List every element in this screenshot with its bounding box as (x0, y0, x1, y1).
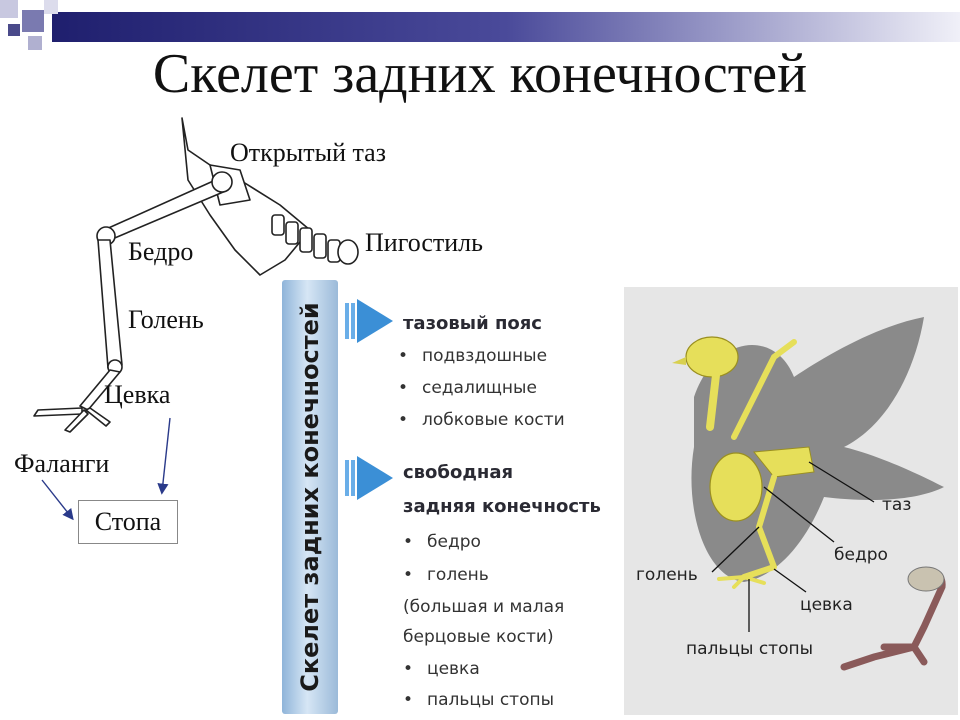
pelvic-girdle-heading: тазовый пояс (403, 313, 542, 334)
label-shin: Голень (128, 305, 204, 335)
list-item: •цевка (403, 659, 480, 679)
side-banner: Скелет задних конечностей (282, 280, 338, 714)
list-item: •подвздошные (398, 346, 547, 366)
photo-label-pelvis: таз (882, 495, 911, 515)
photo-label-shin: голень (636, 565, 698, 585)
label-pygostyle: Пигостиль (365, 228, 483, 258)
bird-skeleton-image: таз бедро голень цевка пальцы стопы (624, 287, 958, 715)
free-limb-heading-2: задняя конечность (403, 496, 601, 517)
list-item: •голень (403, 565, 489, 585)
photo-label-toes: пальцы стопы (686, 639, 813, 659)
photo-label-femur: бедро (834, 545, 888, 565)
list-item: •седалищные (398, 378, 537, 398)
foot-connector-arrows (0, 400, 200, 530)
label-open-pelvis: Открытый таз (230, 138, 386, 168)
free-limb-heading-1: свободная (403, 462, 513, 483)
photo-label-tarsus: цевка (800, 595, 853, 615)
list-note-1: (большая и малая (403, 597, 564, 617)
list-item: •пальцы стопы (403, 690, 554, 710)
list-note-2: берцовые кости) (403, 627, 554, 647)
arrow-icon (345, 295, 395, 347)
page-title: Скелет задних конечностей (0, 42, 960, 106)
list-item: •бедро (403, 532, 481, 552)
side-banner-text: Скелет задних конечностей (296, 302, 324, 691)
list-item: •лобковые кости (398, 410, 565, 430)
label-femur: Бедро (128, 237, 193, 267)
arrow-icon (345, 452, 395, 504)
